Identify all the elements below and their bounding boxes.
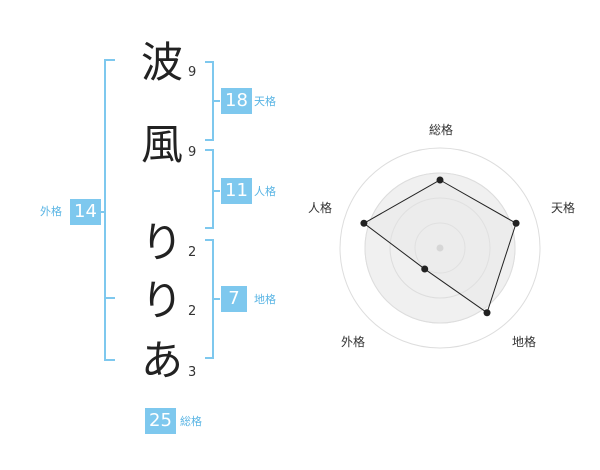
radar-point-3	[421, 265, 429, 273]
jinkaku-badge: 11	[221, 178, 252, 204]
gaikaku-label: 外格	[40, 205, 62, 218]
radar-point-0	[436, 176, 444, 184]
name-char-1: 波	[140, 38, 183, 87]
radar-inner-ring-2	[389, 197, 491, 299]
radar-axis-label-tenkaku: 天格	[551, 201, 576, 215]
name-char-3: り	[140, 218, 183, 267]
name-char-5: あ	[140, 336, 183, 385]
radar-axis-label-chikaku: 地格	[512, 335, 537, 349]
gaikaku-badge: 14	[70, 199, 101, 225]
radar-series-polygon	[363, 179, 517, 314]
stroke-count-5: 3	[188, 365, 197, 380]
radar-ring-4	[339, 147, 541, 349]
radar-point-2	[483, 309, 491, 317]
tenkaku-badge: 18	[221, 88, 252, 114]
stroke-count-2: 9	[188, 145, 197, 160]
radar-center-dot	[436, 244, 444, 252]
jinkaku-label: 人格	[254, 185, 276, 198]
chikaku-label: 地格	[254, 293, 276, 306]
stroke-count-3: 2	[188, 245, 197, 260]
name-char-4: り	[140, 276, 183, 325]
radar-axis-label-jinkaku: 人格	[308, 201, 333, 215]
radar-inner-ring-1	[414, 222, 466, 274]
stroke-count-4: 2	[188, 304, 197, 319]
name-char-2: 風	[140, 120, 183, 169]
soukaku-badge: 25	[145, 408, 176, 434]
radar-axis-label-soukaku: 総格	[429, 123, 454, 137]
chikaku-badge: 7	[221, 286, 247, 312]
radar-point-1	[512, 219, 520, 227]
tenkaku-label: 天格	[254, 95, 276, 108]
radar-axis-label-gaikaku: 外格	[341, 335, 366, 349]
stroke-count-1: 9	[188, 65, 197, 80]
radar-point-4	[360, 219, 368, 227]
soukaku-label: 総格	[180, 415, 202, 428]
